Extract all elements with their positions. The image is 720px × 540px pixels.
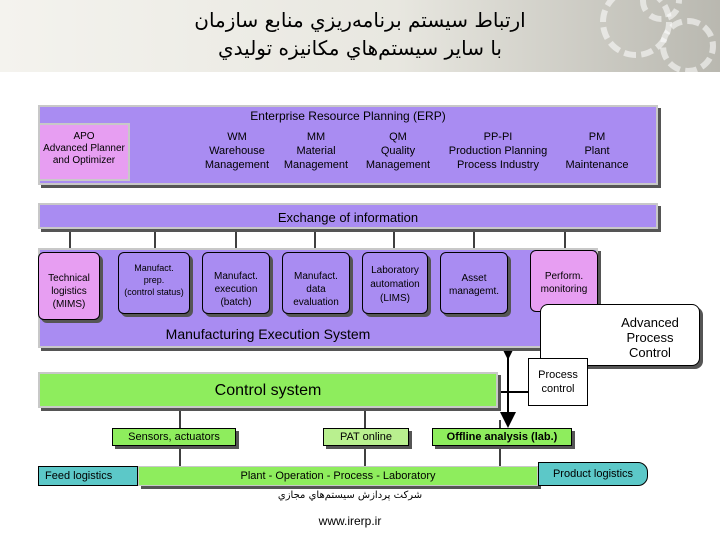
mes-manufact-execution: Manufact. execution (batch) xyxy=(202,252,270,314)
perform-line1: Perform. xyxy=(544,271,584,282)
module-code: QM xyxy=(389,131,407,143)
prep-line3: (control status) xyxy=(124,287,184,297)
apo-module: APO Advanced Planner and Optimizer xyxy=(38,123,130,181)
lims-line2: automation xyxy=(370,279,420,290)
mes-asset-management: Asset managemt. xyxy=(440,252,508,314)
sensors-label: Sensors, actuators xyxy=(128,431,220,443)
apo-line1: APO xyxy=(73,131,95,142)
mes-manufact-evaluation: Manufact. data evaluation xyxy=(282,252,350,314)
slide-title-line1: ارتباط سيستم برنامه‌ريزي منابع سازمان xyxy=(194,8,526,32)
gear-icon xyxy=(640,0,682,22)
apc-line1: Advanced xyxy=(621,315,679,330)
footer-company-label: شركت پردازش سيستم‌هاي مجازي xyxy=(277,490,423,501)
erp-panel: Enterprise Resource Planning (ERP) xyxy=(38,105,658,185)
process-control: Process control xyxy=(528,358,588,406)
module-code: WM xyxy=(227,131,247,143)
erp-module-pm: PM Plant Maintenance xyxy=(558,130,636,172)
sensors-actuators: Sensors, actuators xyxy=(112,428,236,446)
module-line2: Maintenance xyxy=(565,159,629,171)
lims-line3: (LIMS) xyxy=(380,293,410,304)
mes-technical-logistics: Technical logistics (MIMS) xyxy=(38,252,100,320)
exchange-bar: Exchange of information xyxy=(38,203,658,229)
control-system-bar: Control system xyxy=(38,372,498,408)
footer-url-label: www.irerp.ir xyxy=(318,514,382,528)
apc-line3: Control xyxy=(629,345,671,360)
module-line2: Management xyxy=(283,159,349,171)
feed-logistics: Feed logistics xyxy=(38,466,138,486)
pat-label: PAT online xyxy=(340,431,392,443)
mes-performance-monitoring: Perform. monitoring xyxy=(530,250,598,312)
execution-line3: (batch) xyxy=(220,297,252,308)
offline-analysis: Offline analysis (lab.) xyxy=(432,428,572,446)
asset-line2: managemt. xyxy=(448,286,500,297)
module-line2: Management xyxy=(204,159,270,171)
plant-label: Plant - Operation - Process - Laboratory xyxy=(240,470,436,482)
slide-header: ارتباط سيستم برنامه‌ريزي منابع سازمان با… xyxy=(0,0,720,74)
mes-laboratory-automation: Laboratory automation (LIMS) xyxy=(362,252,428,314)
prep-line1: Manufact. xyxy=(134,263,174,273)
pat-online: PAT online xyxy=(323,428,409,446)
erp-title: Enterprise Resource Planning (ERP) xyxy=(250,109,446,123)
advanced-process-control: Advanced Process Control xyxy=(540,304,700,366)
feed-label: Feed logistics xyxy=(45,470,113,482)
erp-module-qm: QM Quality Management xyxy=(356,130,440,172)
module-line2: Management xyxy=(365,159,431,171)
technical-line3: (MIMS) xyxy=(52,299,86,310)
technical-line1: Technical xyxy=(48,273,90,284)
mes-title-area: Manufacturing Execution System xyxy=(38,326,498,346)
evaluation-line2: data xyxy=(306,284,326,295)
process-control-line1: Process xyxy=(538,369,578,381)
control-system-label: Control system xyxy=(214,382,322,399)
apo-line2: Advanced Planner xyxy=(43,143,125,154)
asset-line1: Asset xyxy=(461,273,487,284)
erp-module-wm: WM Warehouse Management xyxy=(192,130,282,172)
evaluation-line1: Manufact. xyxy=(294,271,338,282)
lims-line1: Laboratory xyxy=(371,265,419,276)
mes-title: Manufacturing Execution System xyxy=(165,326,371,342)
module-code: PP-PI xyxy=(483,131,513,143)
module-code: PM xyxy=(588,131,606,143)
module-line1: Warehouse xyxy=(209,145,265,157)
module-line1: Quality xyxy=(380,145,416,157)
execution-line1: Manufact. xyxy=(214,271,258,282)
plant-operation-bar: Plant - Operation - Process - Laboratory xyxy=(138,466,538,486)
module-line2: Process Industry xyxy=(457,159,539,171)
erp-module-pp-pi: PP-PI Production Planning Process Indust… xyxy=(438,130,558,172)
module-line1: Material xyxy=(296,145,336,157)
evaluation-line3: evaluation xyxy=(293,297,339,308)
apo-line3: and Optimizer xyxy=(52,155,116,166)
process-control-line2: control xyxy=(541,383,575,395)
footer-url: www.irerp.ir xyxy=(250,514,450,532)
module-line1: Plant xyxy=(584,145,610,157)
product-label: Product logistics xyxy=(552,468,634,480)
exchange-label: Exchange of information xyxy=(277,210,419,225)
slide-title-line2: با ساير سيستم‌هاي مكانيزه توليدي xyxy=(218,36,502,60)
footer-company: شركت پردازش سيستم‌هاي مجازي xyxy=(200,490,500,506)
apc-line2: Process xyxy=(626,330,674,345)
module-code: MM xyxy=(306,131,326,143)
prep-line2: prep. xyxy=(143,275,165,285)
gear-icon xyxy=(660,18,716,74)
erp-module-mm: MM Material Management xyxy=(274,130,358,172)
technical-line2: logistics xyxy=(51,286,87,297)
offline-label: Offline analysis (lab.) xyxy=(446,431,558,443)
perform-line2: monitoring xyxy=(540,284,588,295)
product-logistics: Product logistics xyxy=(538,462,648,486)
module-line1: Production Planning xyxy=(448,145,548,157)
execution-line2: execution xyxy=(214,284,258,295)
mes-manufact-prep: Manufact. prep. (control status) xyxy=(118,252,190,314)
